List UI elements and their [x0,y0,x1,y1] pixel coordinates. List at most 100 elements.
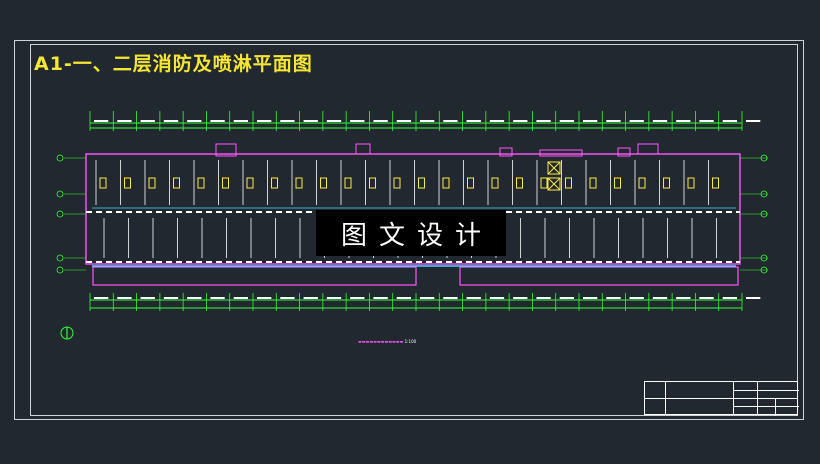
dimension-text [420,297,435,299]
dimension-text [746,120,761,122]
fire-cabinet-icon [565,177,572,189]
dimension-text [536,120,551,122]
dimension-text [443,297,458,299]
fire-cabinet-icon [173,177,180,189]
fire-cabinet-icon [393,177,401,189]
dimension-text [629,120,644,122]
fire-cabinet-icon [540,177,548,189]
dimension-text [722,120,737,122]
fire-equipment-symbols [547,161,561,191]
dimension-text [606,297,621,299]
dimension-text [466,297,481,299]
fire-cabinet-icon [687,177,695,189]
dimension-text [396,120,411,122]
dimension-text [699,297,714,299]
dimension-text [187,297,202,299]
dimension-text [350,120,365,122]
title-block-divider [733,382,734,414]
plan-caption-bar: ▬▬▬▬▬▬▬▬▬▬▬▬ [358,339,404,344]
building-walls [85,143,741,286]
dimension-text [326,120,342,122]
sprinkler-pipes [92,207,736,267]
fire-cabinet-icon [197,177,205,189]
stair-wall [355,143,371,155]
axis-bubble [56,254,64,262]
fire-cabinet-icon [467,177,474,189]
fire-cabinet-icon [222,177,229,189]
dimension-text [140,120,155,122]
axis-grid-bubbles [56,154,768,274]
fire-cabinet-icon [516,177,523,189]
scale-value: 1:100 [404,339,417,344]
fire-cabinet-icon [344,177,352,189]
stair-wall [539,149,583,157]
top-dimension-lines [89,111,761,131]
fire-cabinet-icon [369,177,376,189]
fire-cabinet-icon [246,177,254,189]
fire-cabinet-icon [124,177,131,189]
dimension-text [466,120,481,122]
fire-cabinet-icon [491,177,499,189]
dimension-text [443,120,458,122]
dimension-text [676,120,691,122]
pump-icon [547,161,561,175]
fire-cabinet-icon [614,177,621,189]
title-block-divider [757,382,758,414]
corridor-wall-right [459,266,739,286]
dimension-text [303,297,318,299]
drawing-sheet-outer-frame [14,40,804,420]
pump-icon-cross [547,177,561,191]
drawing-title: A1-一、二层消防及喷淋平面图 [34,53,313,75]
axis-bubble [56,154,64,162]
pump-icon-cross [547,161,561,175]
building-outline [85,153,741,265]
title-block-divider [665,382,666,414]
title-block-divider [645,398,797,399]
dimension-text [280,297,295,299]
dimension-text [420,120,435,122]
pump-icon [547,177,561,191]
fire-cabinet-icon [712,177,719,189]
dimension-text [163,297,179,299]
drawing-sheet-inner-frame [30,44,798,416]
dimension-text [489,297,505,299]
title-block-divider [733,406,799,407]
bottom-dimension-lines [89,293,761,311]
stair-wall [215,143,237,157]
fire-cabinet-icon [99,177,107,189]
dimension-text [536,297,551,299]
dimension-text [350,297,365,299]
dimension-text [303,120,318,122]
title-block [644,381,799,416]
fire-cabinet-icon [663,177,670,189]
dimension-text [629,297,644,299]
dimension-text [559,297,574,299]
title-block-divider [775,398,776,416]
fire-cabinet-icon [271,177,278,189]
dimension-text [94,297,109,299]
dimension-text [233,297,248,299]
fire-cabinet-icon [442,177,450,189]
dimension-text [187,120,202,122]
dimension-text [280,120,295,122]
dimension-text [489,120,505,122]
dimension-text [210,297,225,299]
dimension-text [373,120,388,122]
dimension-text [513,297,528,299]
dimension-text [396,297,411,299]
dimension-text [699,120,714,122]
dimension-text [373,297,388,299]
stair-wall [617,147,631,157]
dimension-text [257,120,272,122]
dimension-text [326,297,342,299]
dimension-text [746,297,761,299]
watermark-label: 图文设计 [316,210,506,256]
dimension-text [117,120,132,122]
stair-wall [637,143,659,155]
dimension-text [676,297,691,299]
fire-cabinet-icon [638,177,646,189]
dimension-text [513,120,528,122]
fire-cabinet-icon [295,177,303,189]
fire-cabinet-icon [589,177,597,189]
